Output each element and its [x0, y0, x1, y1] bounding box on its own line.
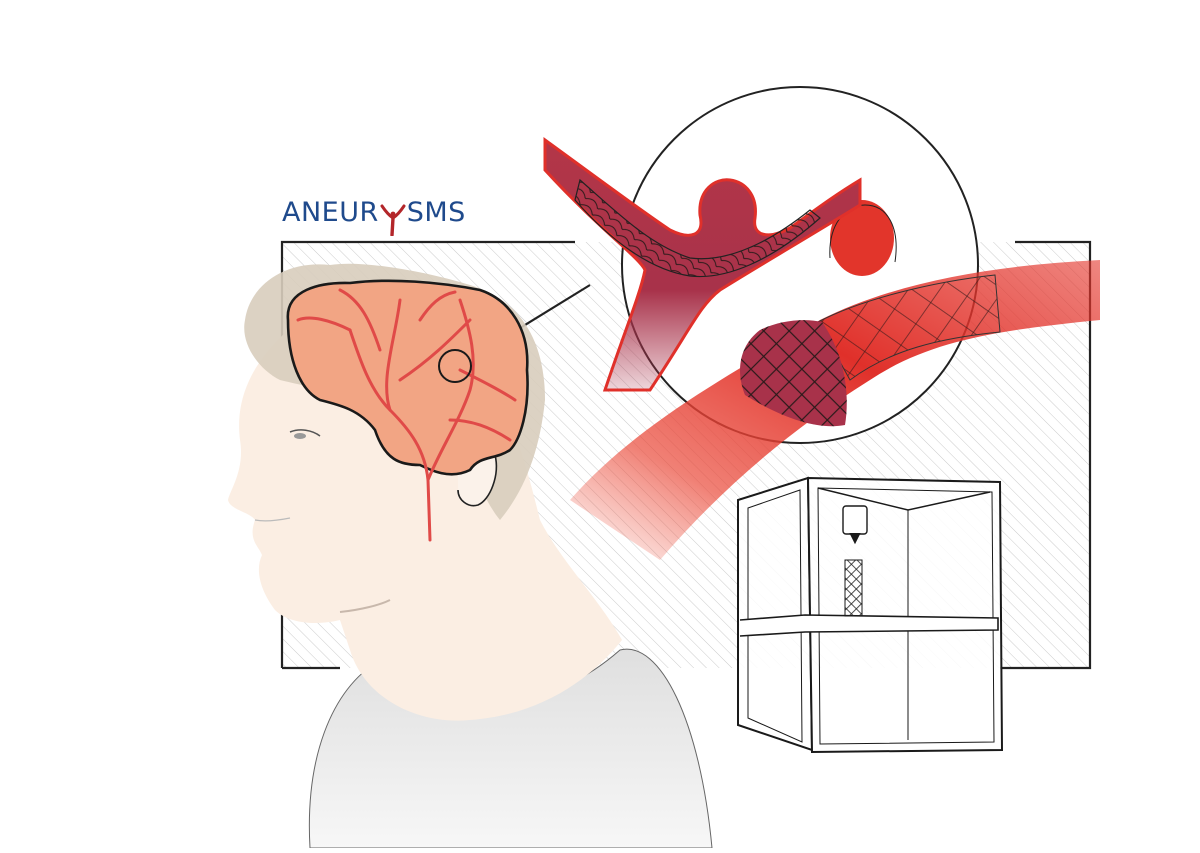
- vessel-y-icon: [380, 204, 406, 236]
- title-prefix: ANEUR: [282, 197, 379, 228]
- bifurcation-aneurysm-vessel: [543, 137, 862, 392]
- title-suffix: SMS: [406, 197, 466, 228]
- page-title: ANEUR SMS: [282, 197, 466, 236]
- 3d-printer: [737, 476, 1004, 754]
- brain: [286, 279, 529, 542]
- sidewall-aneurysm-vessel: [570, 200, 1100, 560]
